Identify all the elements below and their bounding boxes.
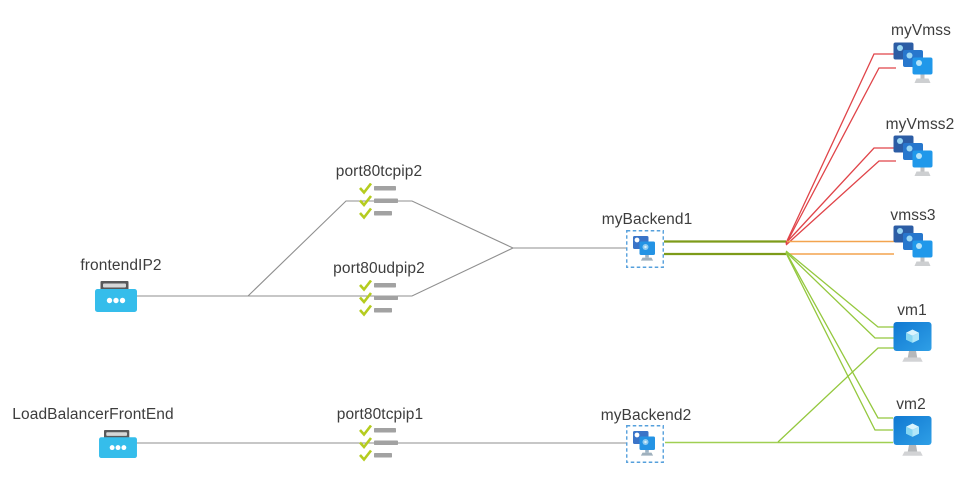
edge-mybackend1-myvmss-a (785, 53, 896, 244)
vmss-icon[interactable] (893, 135, 938, 180)
edge-mybackend1-vm1-b (785, 251, 894, 339)
node-label-vm2: vm2 (896, 396, 926, 413)
node-label-vmss3: vmss3 (890, 207, 936, 224)
rule-checklist-icon[interactable] (358, 183, 400, 220)
backend-pool-icon[interactable] (626, 230, 664, 268)
node-label-mybackend2: myBackend2 (600, 407, 692, 424)
edge-mybackend1-myvmss-b (785, 67, 896, 245)
rule-checklist-icon[interactable] (358, 280, 400, 317)
node-label-mybackend1: myBackend1 (601, 211, 693, 228)
node-label-frontendip2: frontendIP2 (80, 257, 162, 274)
vm-icon[interactable] (893, 412, 933, 460)
edge-frontendip2-port80udpip2 (248, 247, 514, 297)
backend-pool-icon[interactable] (626, 425, 664, 463)
node-label-port80udpip2: port80udpip2 (333, 260, 425, 277)
edge-mybackend2-vm1 (777, 347, 894, 443)
vmss-icon[interactable] (893, 225, 938, 270)
frontend-ip-icon[interactable] (95, 281, 137, 312)
vmss-icon[interactable] (893, 42, 938, 87)
edge-mybackend1-myvmss2-a (785, 147, 896, 244)
node-label-port80tcpip1: port80tcpip1 (336, 406, 424, 423)
node-label-port80tcpip2: port80tcpip2 (335, 163, 423, 180)
vm-icon[interactable] (893, 318, 933, 366)
edge-mybackend1-myvmss2-b (785, 160, 896, 246)
edge-mybackend1-vm2-a (785, 251, 893, 419)
edge-mybackend1-vm2-b (785, 252, 893, 431)
node-label-vm1: vm1 (897, 302, 927, 319)
node-label-loadbalancerfrontend: LoadBalancerFrontEnd (12, 406, 174, 423)
rule-checklist-icon[interactable] (358, 425, 400, 462)
frontend-ip-icon[interactable] (99, 430, 137, 458)
node-label-myvmss2: myVmss2 (885, 116, 955, 133)
node-label-myvmss: myVmss (890, 22, 952, 39)
edge-mybackend1-vm1-a (785, 250, 894, 328)
